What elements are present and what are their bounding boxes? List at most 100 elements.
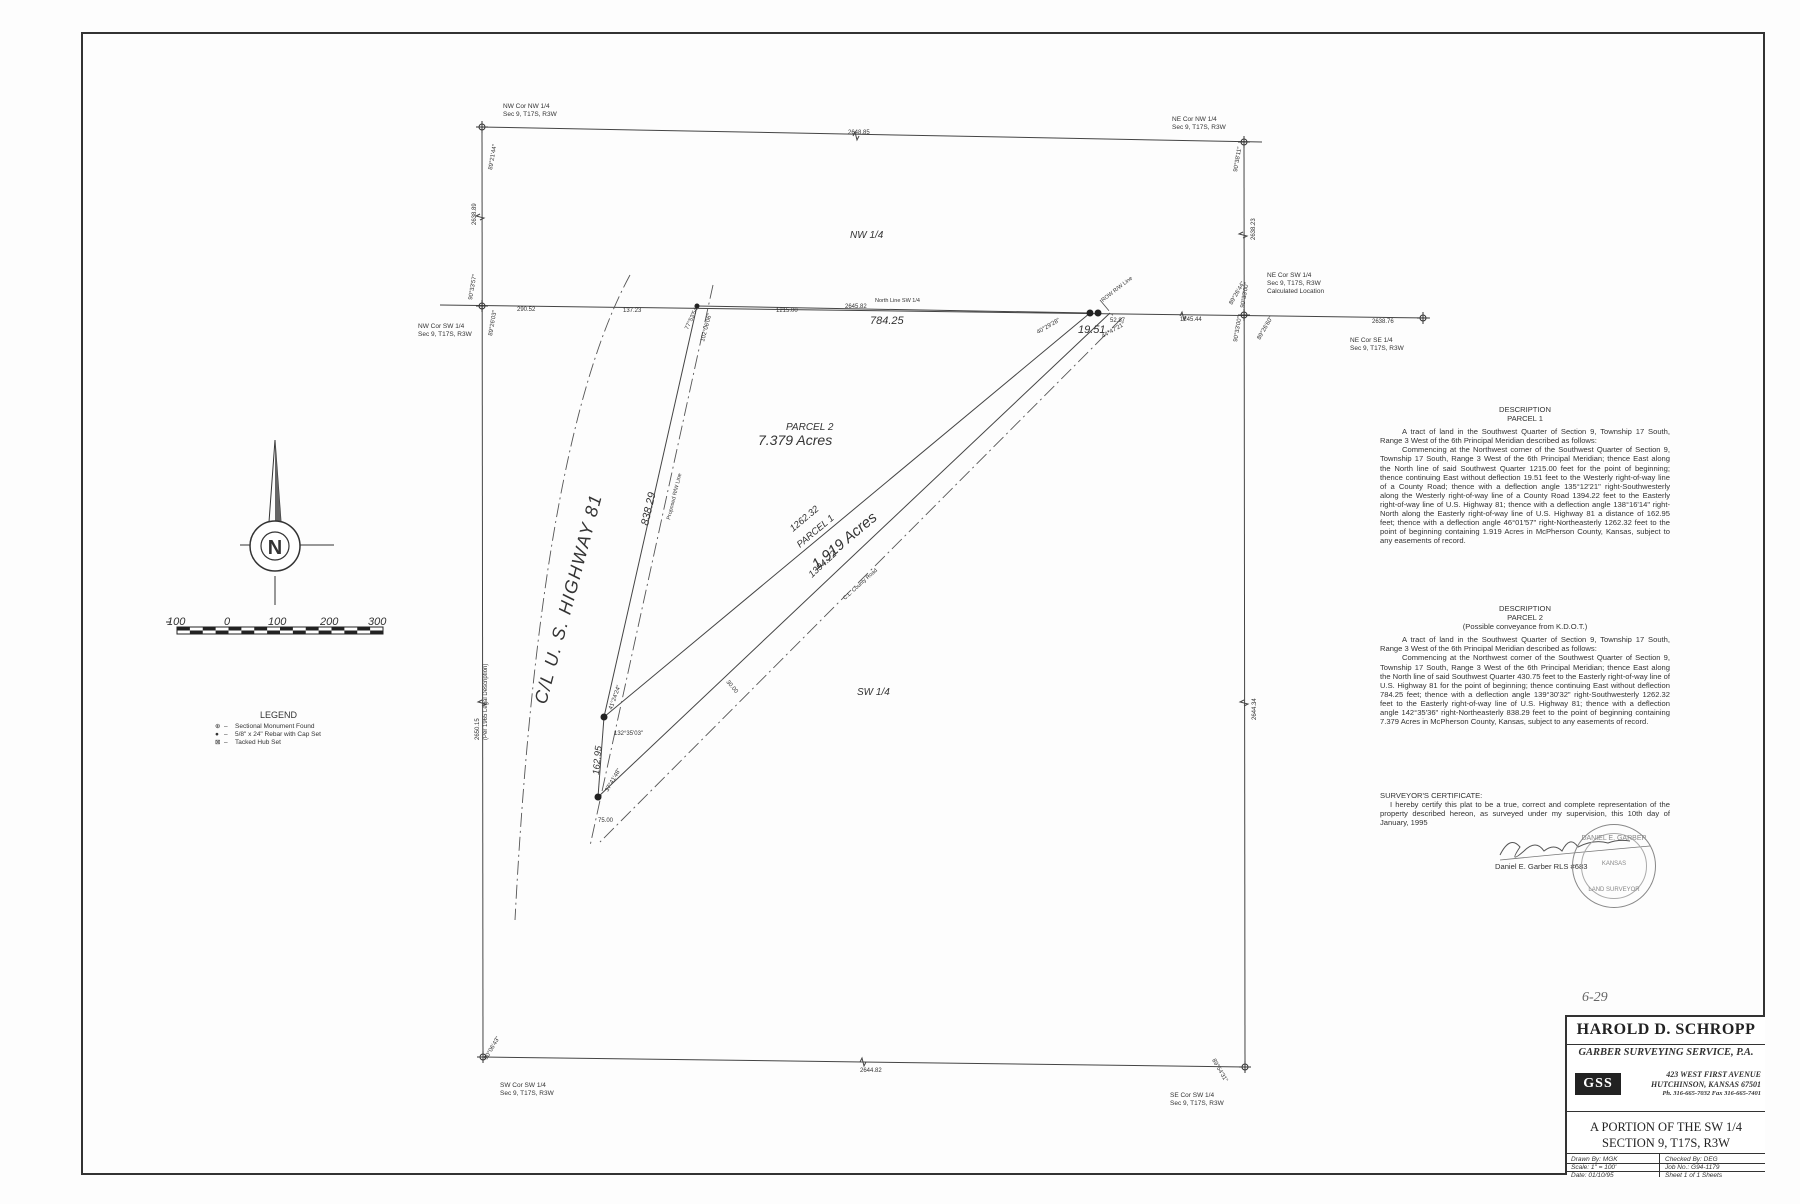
svg-text:Sec 9, T17S, R3W: Sec 9, T17S, R3W <box>1350 345 1405 352</box>
svg-text:2644.34: 2644.34 <box>1252 698 1258 720</box>
svg-text:Sec 9, T17S, R3W: Sec 9, T17S, R3W <box>1170 1100 1225 1107</box>
svg-text:132°35'03": 132°35'03" <box>614 731 643 737</box>
scale-bar-cell <box>331 627 345 631</box>
rebar-pob-1 <box>1086 309 1094 317</box>
scale-bar-cell <box>228 627 242 631</box>
svg-text:Sec 9, T17S, R3W: Sec 9, T17S, R3W <box>1172 124 1227 131</box>
svg-text:2638.76: 2638.76 <box>1372 319 1394 325</box>
project-subject: A PORTION OF THE SW 1/4 SECTION 9, T17S,… <box>1590 1120 1742 1150</box>
line-162 <box>597 716 605 798</box>
label-sw-quarter: SW 1/4 <box>857 687 890 698</box>
north-arrow-letter: N <box>268 537 282 559</box>
label-nw-cor-nw: NW Cor NW 1/4 <box>503 103 550 110</box>
svg-text:300: 300 <box>368 616 387 628</box>
west-section-line <box>481 126 484 1058</box>
svg-text:137.23: 137.23 <box>623 308 642 314</box>
svg-text:2638.23: 2638.23 <box>1251 218 1257 240</box>
svg-text:2644.82: 2644.82 <box>860 1068 882 1074</box>
svg-text:–: – <box>224 731 228 738</box>
svg-text:5/8" x 24" Rebar with Cap Set: 5/8" x 24" Rebar with Cap Set <box>235 731 321 738</box>
svg-text:⊠: ⊠ <box>215 739 221 746</box>
label-sw-cor-sw: SW Cor SW 1/4 <box>500 1082 546 1089</box>
company-name: GARBER SURVEYING SERVICE, P.A. <box>1578 1047 1754 1058</box>
label-nw-quarter: NW 1/4 <box>850 230 884 241</box>
svg-text:Sectional Monument Found: Sectional Monument Found <box>235 723 315 730</box>
scale-bar-cell <box>202 627 216 631</box>
line-1262 <box>603 312 1091 718</box>
rebar-west-1 <box>600 713 608 721</box>
distance-784: 784.25 <box>870 315 905 327</box>
company-address: 423 WEST FIRST AVENUE HUTCHINSON, KANSAS… <box>1650 1070 1761 1097</box>
svg-text:90°38'11": 90°38'11" <box>1233 146 1243 172</box>
svg-text:●: ● <box>215 731 219 738</box>
svg-text:–: – <box>224 739 228 746</box>
svg-text:52.87: 52.87 <box>1110 318 1126 324</box>
handwritten-note: 6-29 <box>1582 990 1608 1005</box>
distance-162: 162.95 <box>591 745 605 776</box>
scale-bar-cell <box>318 630 332 634</box>
svg-text:North Line SW 1/4: North Line SW 1/4 <box>875 298 920 304</box>
east-section-line <box>1243 141 1246 1068</box>
svg-text:89°21'44": 89°21'44" <box>488 144 498 170</box>
label-ne-cor-nw: NE Cor NW 1/4 <box>1172 116 1217 123</box>
svg-text:90°33'00": 90°33'00" <box>1233 316 1243 342</box>
highway-centerline <box>514 274 631 921</box>
svg-text:2645.82: 2645.82 <box>845 304 867 310</box>
svg-text:⊕: ⊕ <box>215 723 221 730</box>
scale-bar-cell <box>241 630 255 634</box>
description-parcel-2: DESCRIPTION PARCEL 2 (Possible conveyanc… <box>1380 604 1670 727</box>
svg-text:90°33'00": 90°33'00" <box>1240 282 1250 308</box>
scale-bar-cell <box>215 630 229 634</box>
county-road-centerline <box>599 317 1123 843</box>
svg-text:Calculated Location: Calculated Location <box>1267 288 1324 295</box>
svg-text:2650.15: 2650.15 <box>475 718 481 740</box>
svg-text:1215.00: 1215.00 <box>776 308 798 314</box>
scale-bar-cell <box>280 627 293 631</box>
east-row-dash <box>1099 299 1116 319</box>
svg-text:1245.44: 1245.44 <box>1180 317 1202 323</box>
description-parcel-1: DESCRIPTION PARCEL 1 A tract of land in … <box>1380 405 1670 546</box>
svg-text:89°26'03": 89°26'03" <box>488 310 498 336</box>
north-line-sw <box>439 304 1431 319</box>
svg-text:75.00: 75.00 <box>598 818 614 824</box>
hub-apex <box>694 303 700 309</box>
label-ne-cor-se: NE Cor SE 1/4 <box>1350 337 1393 344</box>
svg-text:Tacked Hub Set: Tacked Hub Set <box>235 739 281 746</box>
north-arrow: N <box>240 439 334 605</box>
north-line-nw <box>479 126 1263 143</box>
svg-text:0: 0 <box>224 616 231 628</box>
label-ne-cor-sw: NE Cor SW 1/4 <box>1267 272 1312 279</box>
svg-text:–: – <box>224 723 228 730</box>
scale-bar-cell <box>267 630 280 634</box>
south-section-line <box>482 1056 1246 1068</box>
line-1394 <box>597 312 1111 798</box>
label-nw-cor-sw: NW Cor SW 1/4 <box>418 323 465 330</box>
parcel-2-name: PARCEL 2 <box>786 422 834 433</box>
svg-text:290.52: 290.52 <box>517 307 536 313</box>
legend-title: LEGEND <box>260 710 298 720</box>
svg-text:200: 200 <box>319 616 339 628</box>
title-block: HAROLD D. SCHROPP GARBER SURVEYING SERVI… <box>1565 1015 1765 1179</box>
signer-name: Daniel E. Garber RLS #683 <box>1495 862 1588 871</box>
svg-text:100: 100 <box>268 616 287 628</box>
scale-bar-cell <box>370 630 383 634</box>
company-logo: GSS <box>1575 1073 1621 1095</box>
svg-text:90°33'57": 90°33'57" <box>468 274 478 300</box>
owner-name: HAROLD D. SCHROPP <box>1576 1021 1756 1038</box>
rebar-west-2 <box>594 793 602 801</box>
rebar-pob-2 <box>1094 309 1102 317</box>
svg-text:100: 100 <box>167 616 186 628</box>
scale-bar-cell <box>254 627 268 631</box>
line-784 <box>696 305 1091 314</box>
surveyors-certificate: SURVEYOR'S CERTIFICATE: I hereby certify… <box>1380 791 1670 828</box>
scale-bar-cell <box>177 627 190 631</box>
line-838 <box>603 305 698 718</box>
distance-19: 19.51 <box>1078 324 1106 336</box>
svg-text:2638.89: 2638.89 <box>472 203 478 225</box>
svg-text:(Per 1965 Legal Description): (Per 1965 Legal Description) <box>483 664 489 740</box>
parcel-2-acres: 7.379 Acres <box>758 432 832 448</box>
sheet-border <box>81 32 1765 1175</box>
svg-text:Sec 9, T17S, R3W: Sec 9, T17S, R3W <box>1267 280 1322 287</box>
